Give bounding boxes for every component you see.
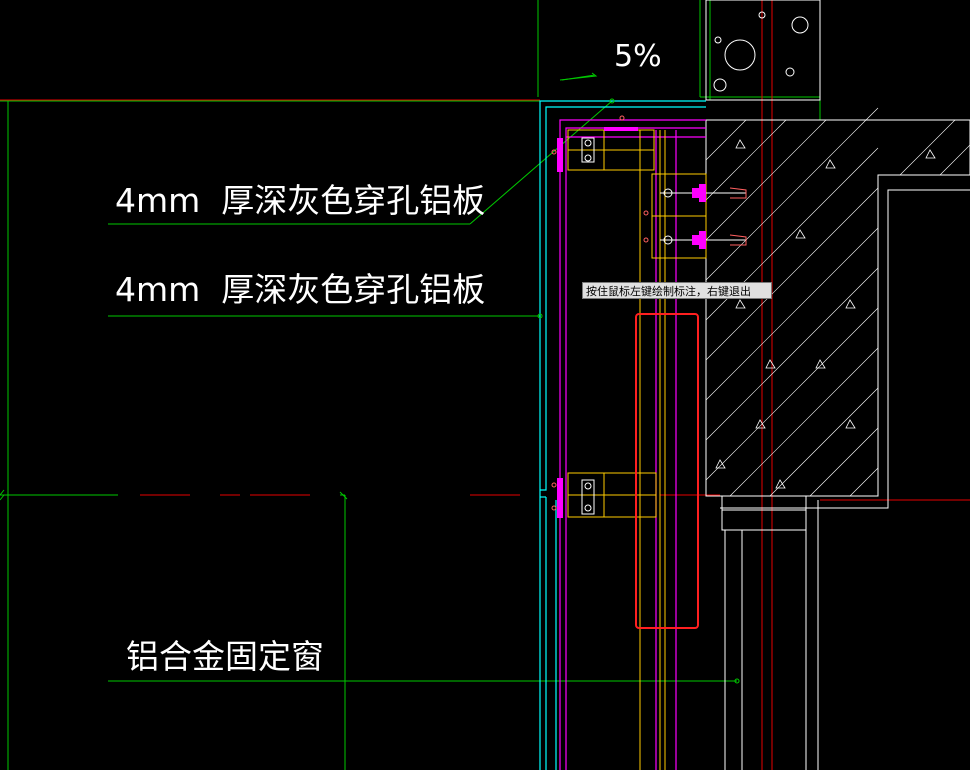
leader-markers [537, 98, 740, 684]
anchor-tips [551, 115, 747, 511]
cladding-frame [559, 119, 706, 770]
slope-label: 5% [614, 39, 662, 74]
window-frame [721, 495, 819, 770]
concrete-wall [705, 0, 970, 509]
label-perforated-panel-1: 4mm 厚深灰色穿孔铝板 [115, 181, 485, 220]
construction-lines [0, 0, 821, 770]
bolts [581, 137, 746, 515]
label-perforated-panel-2: 4mm 厚深灰色穿孔铝板 [115, 270, 485, 309]
anchor-bolts [557, 127, 706, 518]
label-fixed-window: 铝合金固定窗 [126, 637, 324, 676]
highlight-box[interactable] [635, 313, 699, 629]
aluminium-panel [539, 100, 706, 770]
cad-command-tooltip: 按住鼠标左键绘制标注，右键退出 [582, 282, 772, 299]
